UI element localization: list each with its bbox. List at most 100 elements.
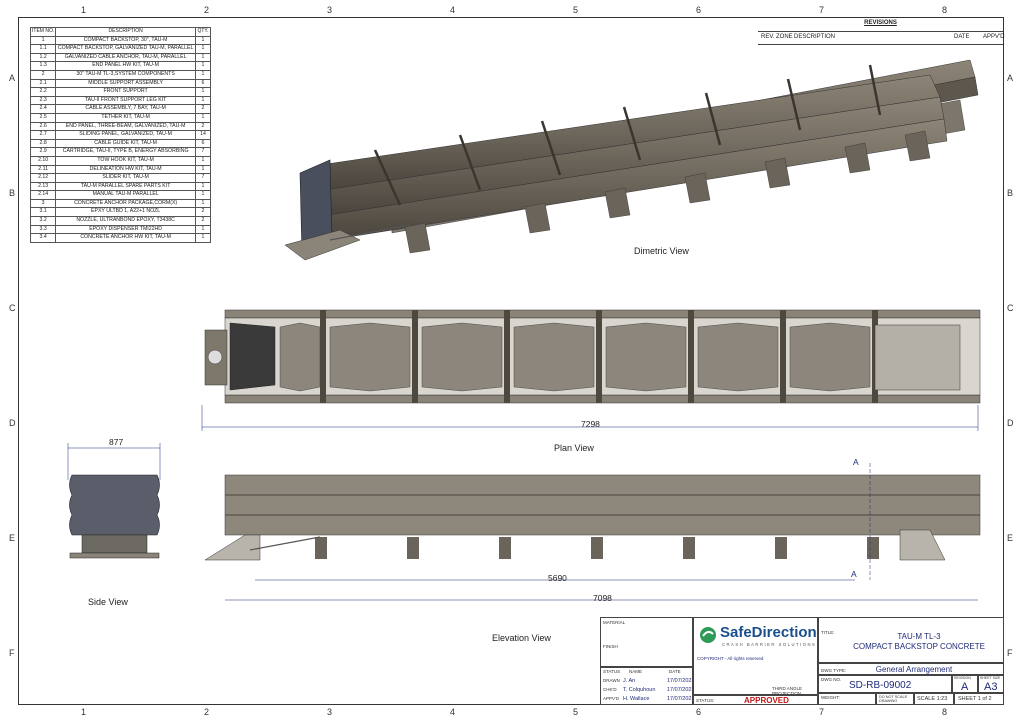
bom-cell-item: 2.6	[29, 121, 57, 132]
bom-header-qty: QTY.	[195, 27, 211, 37]
bom-cell-description: MANUAL TAU-M PARALLEL	[55, 190, 196, 200]
bom-cell-qty: 6	[195, 78, 211, 89]
bom-cell-qty: 2	[195, 207, 211, 218]
bom-cell-item: 3.4	[29, 233, 57, 243]
weight-label: WEIGHT:	[821, 695, 840, 700]
zone-number-bottom-1: 1	[81, 707, 87, 717]
bom-cell-item: 3	[29, 198, 57, 209]
zone-number-bottom-7: 7	[819, 707, 825, 717]
bom-cell-description: SLIDER KIT, TAU-M	[55, 173, 196, 183]
bom-cell-item: 2.4	[29, 104, 57, 114]
revision-label: REVISION	[954, 676, 971, 680]
zone-letter-left-B: B	[9, 188, 16, 198]
zone-letter-right-C: C	[1007, 303, 1014, 313]
zone-number-bottom-4: 4	[450, 707, 456, 717]
bom-cell-qty: 2	[195, 104, 211, 114]
bom-cell-qty: 1	[195, 95, 211, 106]
rev-col-rev: REV.	[761, 34, 775, 40]
zone-number-top-5: 5	[573, 5, 579, 15]
do-not-scale-cell: DO NOT SCALE DRAWING	[876, 693, 914, 705]
dwg-no-label: DWG NO.	[821, 677, 842, 682]
scale-cell: SCALE 1:23	[914, 693, 954, 705]
zone-number-top-1: 1	[81, 5, 87, 15]
zone-number-bottom-5: 5	[573, 707, 579, 717]
bom-cell-description: COMPACT BACKSTOP, 30", TAU-M	[55, 35, 196, 46]
dwg-type-value: General Arrangement	[875, 665, 953, 674]
bom-cell-qty: 1	[195, 112, 211, 123]
zone-number-top-8: 8	[942, 5, 948, 15]
dwg-type-label: DWG TYPE:	[821, 668, 847, 673]
revisions-title: REVISIONS	[864, 20, 897, 26]
zone-number-bottom-2: 2	[204, 707, 210, 717]
bom-cell-qty: 2	[195, 216, 211, 226]
dwg-no-value: SD-RB-09002	[849, 680, 912, 691]
bom-header-item: ITEM NO.	[29, 27, 57, 37]
zone-number-top-2: 2	[204, 5, 210, 15]
bom-cell-qty: 1	[195, 69, 211, 80]
sheet-number-cell: SHEET 1 of 2	[954, 693, 1004, 705]
zone-letter-left-F: F	[9, 648, 15, 658]
dimetric-view-drawing	[284, 59, 979, 261]
rev-col-appvd: APPV'D	[983, 34, 1005, 40]
elevation-view-label: Elevation View	[492, 633, 551, 643]
zone-letter-right-B: B	[1007, 188, 1014, 198]
safedirection-logo-icon	[700, 627, 716, 643]
bom-cell-qty: 1	[195, 61, 211, 71]
revisions-header-row: REV. ZONE DESCRIPTION DATE APPV'D	[758, 31, 1005, 45]
approval-name: J. An	[623, 678, 636, 684]
status-cell: STATUS: APPROVED	[693, 695, 818, 705]
bom-cell-description: TETHER KIT, TAU-M	[55, 112, 196, 123]
sheet-number-value: SHEET 1 of 2	[958, 696, 992, 702]
bom-cell-item: 3.3	[29, 224, 57, 235]
drawing-frame	[18, 17, 1004, 705]
bom-cell-description: CONCRETE ANCHOR PACKAGE,CORM(X)	[55, 198, 196, 209]
logo-subtitle: CRASH BARRIER SOLUTIONS	[722, 642, 817, 647]
bom-cell-description: TAU-M PARALLEL SPARE PARTS KIT	[55, 181, 196, 192]
elevation-view-drawing	[204, 463, 981, 601]
bom-cell-qty: 1	[195, 233, 211, 243]
approval-role: CHK'D	[603, 687, 617, 692]
bom-cell-item: 2.8	[29, 138, 57, 149]
section-marker-top: A	[853, 457, 859, 467]
logo-cell: SafeDirection CRASH BARRIER SOLUTIONS CO…	[693, 617, 818, 695]
revision-cell: REVISION A	[952, 675, 978, 693]
bom-cell-qty: 1	[195, 198, 211, 209]
scale-value: SCALE 1:23	[917, 696, 948, 702]
bom-cell-item: 3.2	[29, 216, 57, 226]
zone-letter-left-D: D	[9, 418, 16, 428]
bom-cell-description: END PANEL HW KIT, TAU-M	[55, 61, 196, 71]
rev-col-date: DATE	[954, 34, 970, 40]
approval-date: 17/07/2023	[667, 687, 693, 693]
bom-cell-qty: 1	[195, 190, 211, 200]
zone-number-top-6: 6	[696, 5, 702, 15]
bom-cell-qty: 14	[195, 130, 211, 140]
material-finish-cell: MATERIAL FINISH	[600, 617, 693, 667]
do-not-scale-text: DO NOT SCALE DRAWING	[879, 695, 908, 703]
bom-cell-item: 3.1	[29, 207, 57, 218]
approval-name: T. Colquhoun	[623, 687, 656, 693]
bom-cell-qty: 1	[195, 87, 211, 97]
bom-cell-item: 2.12	[29, 173, 57, 183]
bom-cell-description: CARTRIDGE, TAU-II, TYPE B, ENERGY ABSORB…	[55, 147, 196, 157]
bom-cell-description: END PANEL, THREE-BEAM, GALVANIZED, TAU-M	[55, 121, 196, 132]
approval-date: 17/07/2023	[667, 696, 693, 702]
revision-value: A	[961, 681, 969, 693]
bom-cell-description: CABLE GUIDE KIT, TAU-M	[55, 138, 196, 149]
bom-cell-item: 1	[29, 35, 57, 46]
sheet-size-value: A3	[984, 681, 998, 693]
bom-cell-description: CONCRETE ANCHOR HW KIT, TAU-M	[55, 233, 196, 243]
bom-header-row: ITEM NO. DESCRIPTION QTY.	[29, 27, 211, 37]
zone-letter-left-C: C	[9, 303, 16, 313]
